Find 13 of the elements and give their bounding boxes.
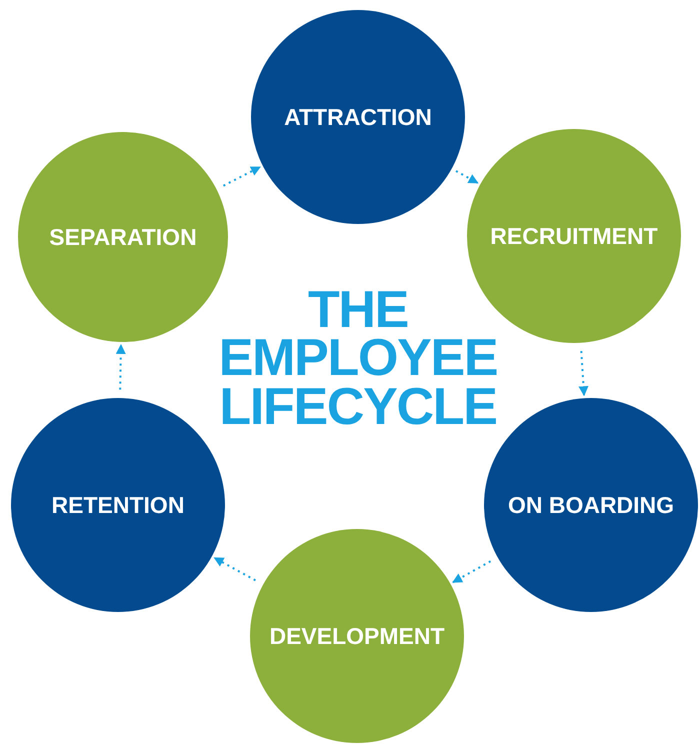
dotted-arrow [214, 557, 256, 582]
dotted-arrow [452, 560, 492, 584]
stage-label: RECRUITMENT [489, 222, 659, 250]
stage-label: ATTRACTION [283, 102, 433, 132]
stage-label: DEVELOPMENT [268, 622, 446, 650]
dotted-arrow [578, 351, 588, 396]
stage-label: RETENTION [50, 490, 186, 520]
dotted-arrow [456, 170, 479, 184]
stage-label: SEPARATION [48, 222, 198, 252]
title: THE EMPLOYEE LIFECYCLE [218, 286, 498, 432]
dotted-arrow [222, 166, 261, 187]
dotted-arrow [116, 344, 126, 390]
stage-label: ON BOARDING [506, 490, 676, 520]
